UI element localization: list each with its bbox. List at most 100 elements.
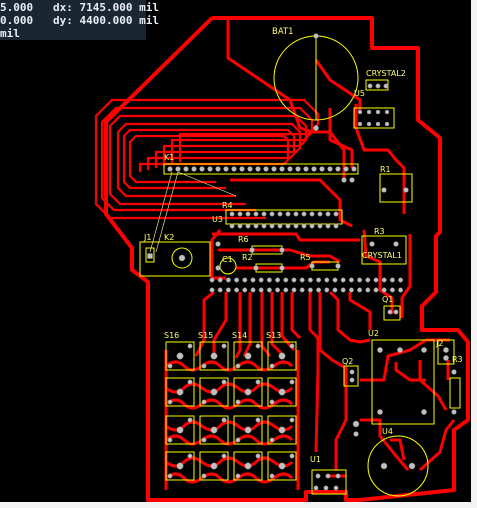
pad (199, 166, 205, 172)
pad (229, 211, 235, 217)
pad (187, 453, 193, 459)
pad (365, 287, 371, 293)
pad (245, 211, 251, 217)
pad (283, 277, 289, 283)
pad (301, 211, 307, 217)
pad (357, 277, 363, 283)
pad (210, 388, 218, 396)
pad (279, 247, 285, 253)
pad (389, 287, 395, 293)
pad (176, 388, 184, 396)
pad (278, 462, 286, 470)
pad (403, 187, 409, 193)
pad (384, 121, 390, 127)
pad (285, 211, 291, 217)
pad (397, 347, 403, 353)
pad (234, 277, 240, 283)
pad (201, 437, 207, 443)
pad (289, 343, 295, 349)
pad (325, 223, 331, 229)
pad (275, 287, 281, 293)
pad (207, 166, 213, 172)
pad (244, 462, 252, 470)
pad (167, 399, 173, 405)
pad (323, 485, 329, 491)
pad (275, 277, 281, 283)
pad (210, 462, 218, 470)
pad (324, 287, 330, 293)
vertical-scrollbar[interactable] (471, 0, 477, 508)
pad (311, 166, 317, 172)
pad (335, 473, 341, 479)
pad (313, 485, 319, 491)
pad (443, 355, 449, 361)
pad (269, 473, 275, 479)
pad (366, 109, 372, 115)
label-r3: R3 (452, 355, 463, 364)
horizontal-scrollbar[interactable] (0, 502, 477, 508)
pad (335, 166, 341, 172)
label-crystal2: CRYSTAL2 (366, 69, 406, 78)
pad (242, 277, 248, 283)
pad (287, 166, 293, 172)
pad (167, 363, 173, 369)
pad (375, 109, 381, 115)
label-j1: J1 (143, 233, 151, 242)
pad (299, 277, 305, 283)
pad (443, 347, 449, 353)
pad (237, 223, 243, 229)
pad (269, 363, 275, 369)
pad (269, 437, 275, 443)
pad (253, 211, 259, 217)
coord-row-y: 0.000 dy: 4400.000 mil (0, 14, 159, 27)
pad (187, 379, 193, 385)
pad (244, 352, 252, 360)
pad (234, 287, 240, 293)
label-s15: S15 (198, 331, 213, 340)
pad (349, 377, 355, 383)
pad (176, 426, 184, 434)
antenna-coil (94, 98, 320, 220)
pad (357, 121, 363, 127)
pad (324, 277, 330, 283)
pad (357, 109, 363, 115)
x-value: 5.000 (0, 1, 34, 14)
label-u5: U5 (354, 89, 365, 98)
label-bat1: BAT1 (272, 27, 294, 37)
pad (277, 223, 283, 229)
pad (261, 211, 267, 217)
pad (266, 277, 272, 283)
pad (381, 187, 387, 193)
pad (301, 223, 307, 229)
pad (215, 241, 221, 247)
label-r6: R6 (238, 235, 249, 244)
label-s16: S16 (164, 331, 179, 340)
pad (384, 109, 390, 115)
pad (221, 453, 227, 459)
pad (242, 287, 248, 293)
pad (369, 241, 375, 247)
coordinate-readout: 5.000 dx: 7145.000 mil 0.000 dy: 4400.00… (0, 0, 159, 40)
pad (291, 277, 297, 283)
label-q2: Q2 (342, 357, 353, 366)
label-s13: S13 (266, 331, 281, 340)
pad (221, 379, 227, 385)
dx-value: dx: 7145.000 mil (53, 1, 159, 14)
pad (269, 399, 275, 405)
pad (237, 211, 243, 217)
board-outline (104, 16, 470, 502)
pad (191, 166, 197, 172)
pad (393, 241, 399, 247)
pad (353, 431, 359, 437)
pad (235, 399, 241, 405)
pad (250, 287, 256, 293)
pad (167, 473, 173, 479)
pad (316, 287, 322, 293)
pad (289, 417, 295, 423)
pad (201, 399, 207, 405)
pad (279, 166, 285, 172)
pad (255, 379, 261, 385)
pad (375, 121, 381, 127)
pad (325, 211, 331, 217)
